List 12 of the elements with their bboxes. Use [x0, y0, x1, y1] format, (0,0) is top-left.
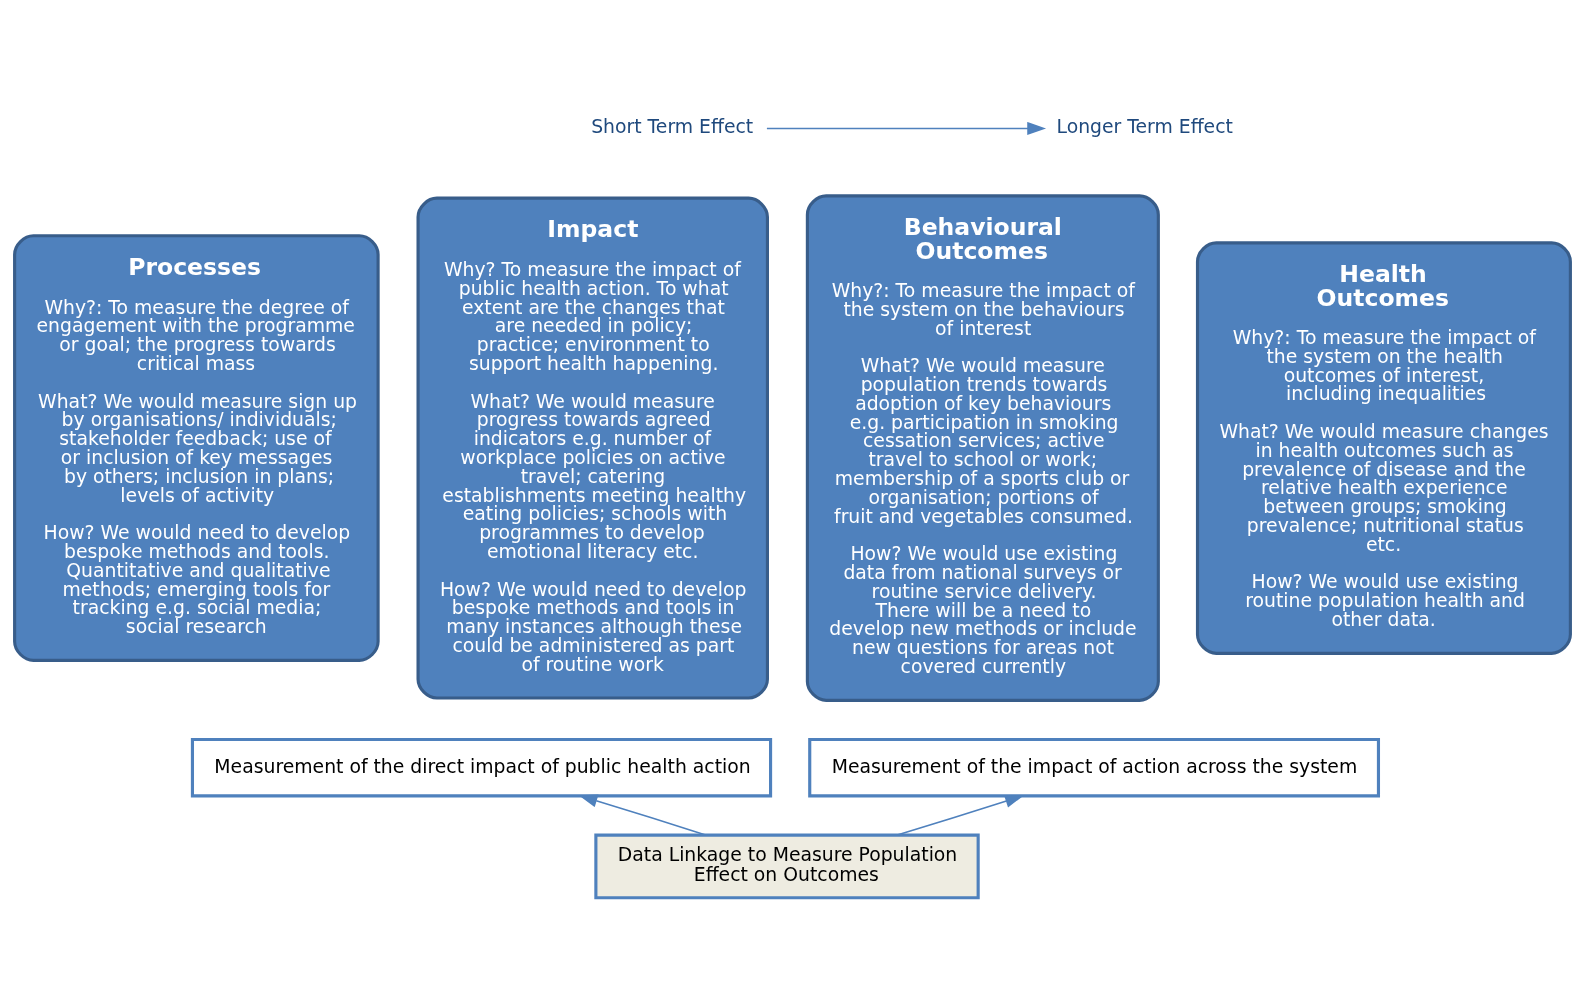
node-box: Behavioural Outcomes Why?: To measure the impact of the system on the behaviours of interest What? We would measure population trends towards adoption of key behaviours e.g. participation in smoking cessation services; active travel to school or work; membership of a sports club or organisation; portions of fruit and vegetables consumed. How? We would use existing data from national surveys or routine service delivery. There will be a need to develop new methods or include new questions for areas not covered currently — [805, 194, 1160, 702]
node-box: Measurement of the impact of action across the system — [808, 737, 1381, 798]
node-box: Health Outcomes Why?: To measure the impact of the system on the health outcomes of interest, including inequalities What? We would measure changes in health outcomes such as prevalence of disease and the relative health experience between groups; smoking prevalence; nutritional status etc. How? We would use existing routine population health and other data. — [1195, 241, 1572, 655]
arrow — [578, 794, 707, 836]
node-text: Short Term Effect — [591, 116, 754, 138]
arrow — [896, 794, 1024, 836]
node-box: Processes Why?: To measure the degree of engagement with the programme or goal; the progress towards critical mass What? We would measure sign up by organisations/ individuals; stakeholder feedback; use of or inclusion of key messages by others; inclusion in plans; levels of activity How? We would need to develop bespoke methods and tools. Quantitative and qualitative methods; emerging tools for tracking e.g. social media; social research — [13, 234, 380, 662]
node-box: Data Linkage to Measure Population Effect on Outcomes — [594, 833, 980, 900]
node-box: Impact Why? To measure the impact of public health action. To what extent are the changes that are needed in policy; practice; environment to support health happening. What? We would measure progress towards agreed indicators e.g. number of workplace policies on active travel; catering establishments meeting healthy eating policies; schools with programmes to develop emotional literacy etc. How? We would need to develop bespoke methods and tools in many instances although these could be administered as part of routine work — [416, 196, 769, 700]
node-box: Measurement of the direct impact of public health action — [190, 737, 773, 798]
node-text: Longer Term Effect — [1056, 116, 1233, 138]
arrow — [766, 121, 1047, 136]
